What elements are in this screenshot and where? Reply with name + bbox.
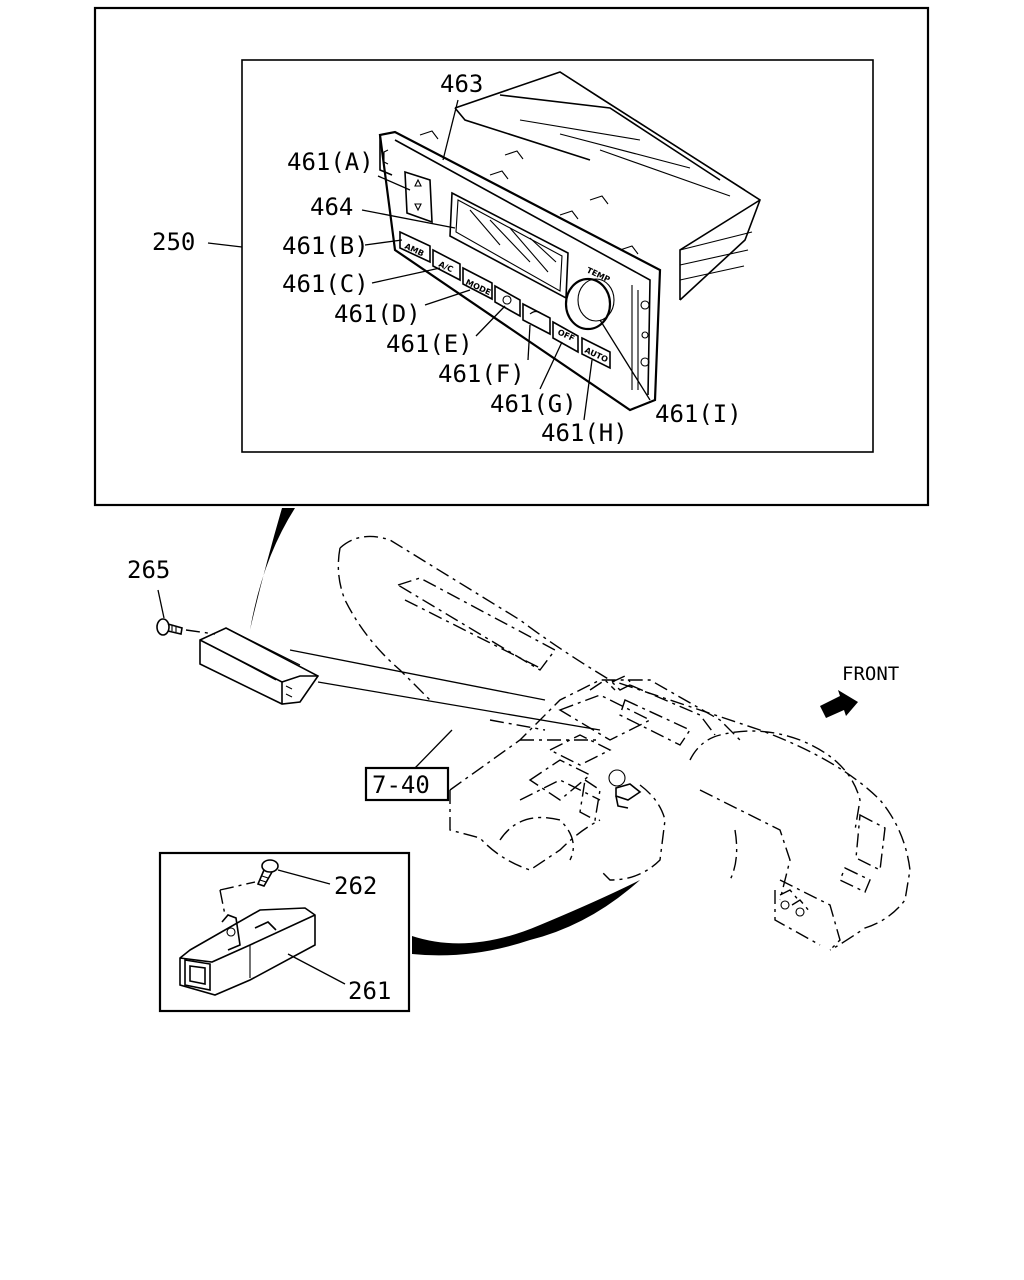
callout-463: 463 xyxy=(440,70,483,98)
climate-control-unit: AMB A/C MODE OFF AUTO TEMP xyxy=(378,71,761,412)
detail-frame-bottom xyxy=(158,851,411,1013)
detail-frame-inner xyxy=(241,59,874,453)
callout-464: 464 xyxy=(310,193,353,221)
callout-261: 261 xyxy=(348,977,391,1005)
clip-part xyxy=(608,769,642,809)
callout-461a: 461(A) xyxy=(287,148,374,176)
fan-icon xyxy=(502,295,512,305)
temp-knob xyxy=(564,277,612,331)
callout-461c: 461(C) xyxy=(282,270,369,298)
reference-box-7-40 xyxy=(364,766,450,802)
front-label: FRONT xyxy=(842,663,899,685)
screw-262 xyxy=(256,859,279,887)
screw-icon xyxy=(156,618,183,636)
callout-461e: 461(E) xyxy=(386,330,473,358)
callout-461b: 461(B) xyxy=(282,232,369,260)
dashboard-phantom xyxy=(337,535,911,951)
control-unit-small xyxy=(199,627,320,705)
defrost-icon xyxy=(529,310,543,315)
callout-7-40: 7-40 xyxy=(372,771,430,799)
callout-461g: 461(G) xyxy=(490,390,577,418)
detail-frame-outer xyxy=(93,6,930,507)
leader-lines-top xyxy=(207,99,651,421)
callout-461h: 461(H) xyxy=(541,419,628,447)
callout-250: 250 xyxy=(152,228,195,256)
callout-461i: 461(I) xyxy=(655,400,742,428)
callout-265: 265 xyxy=(127,556,170,584)
callout-262: 262 xyxy=(334,872,377,900)
arrow-up-right-icon xyxy=(820,690,858,718)
bracket-261 xyxy=(179,881,316,996)
key-amb: AMB xyxy=(403,242,425,259)
callout-461d: 461(D) xyxy=(334,300,421,328)
callout-461f: 461(F) xyxy=(438,360,525,388)
swoosh-top xyxy=(250,508,295,630)
swoosh-bottom xyxy=(412,880,640,956)
